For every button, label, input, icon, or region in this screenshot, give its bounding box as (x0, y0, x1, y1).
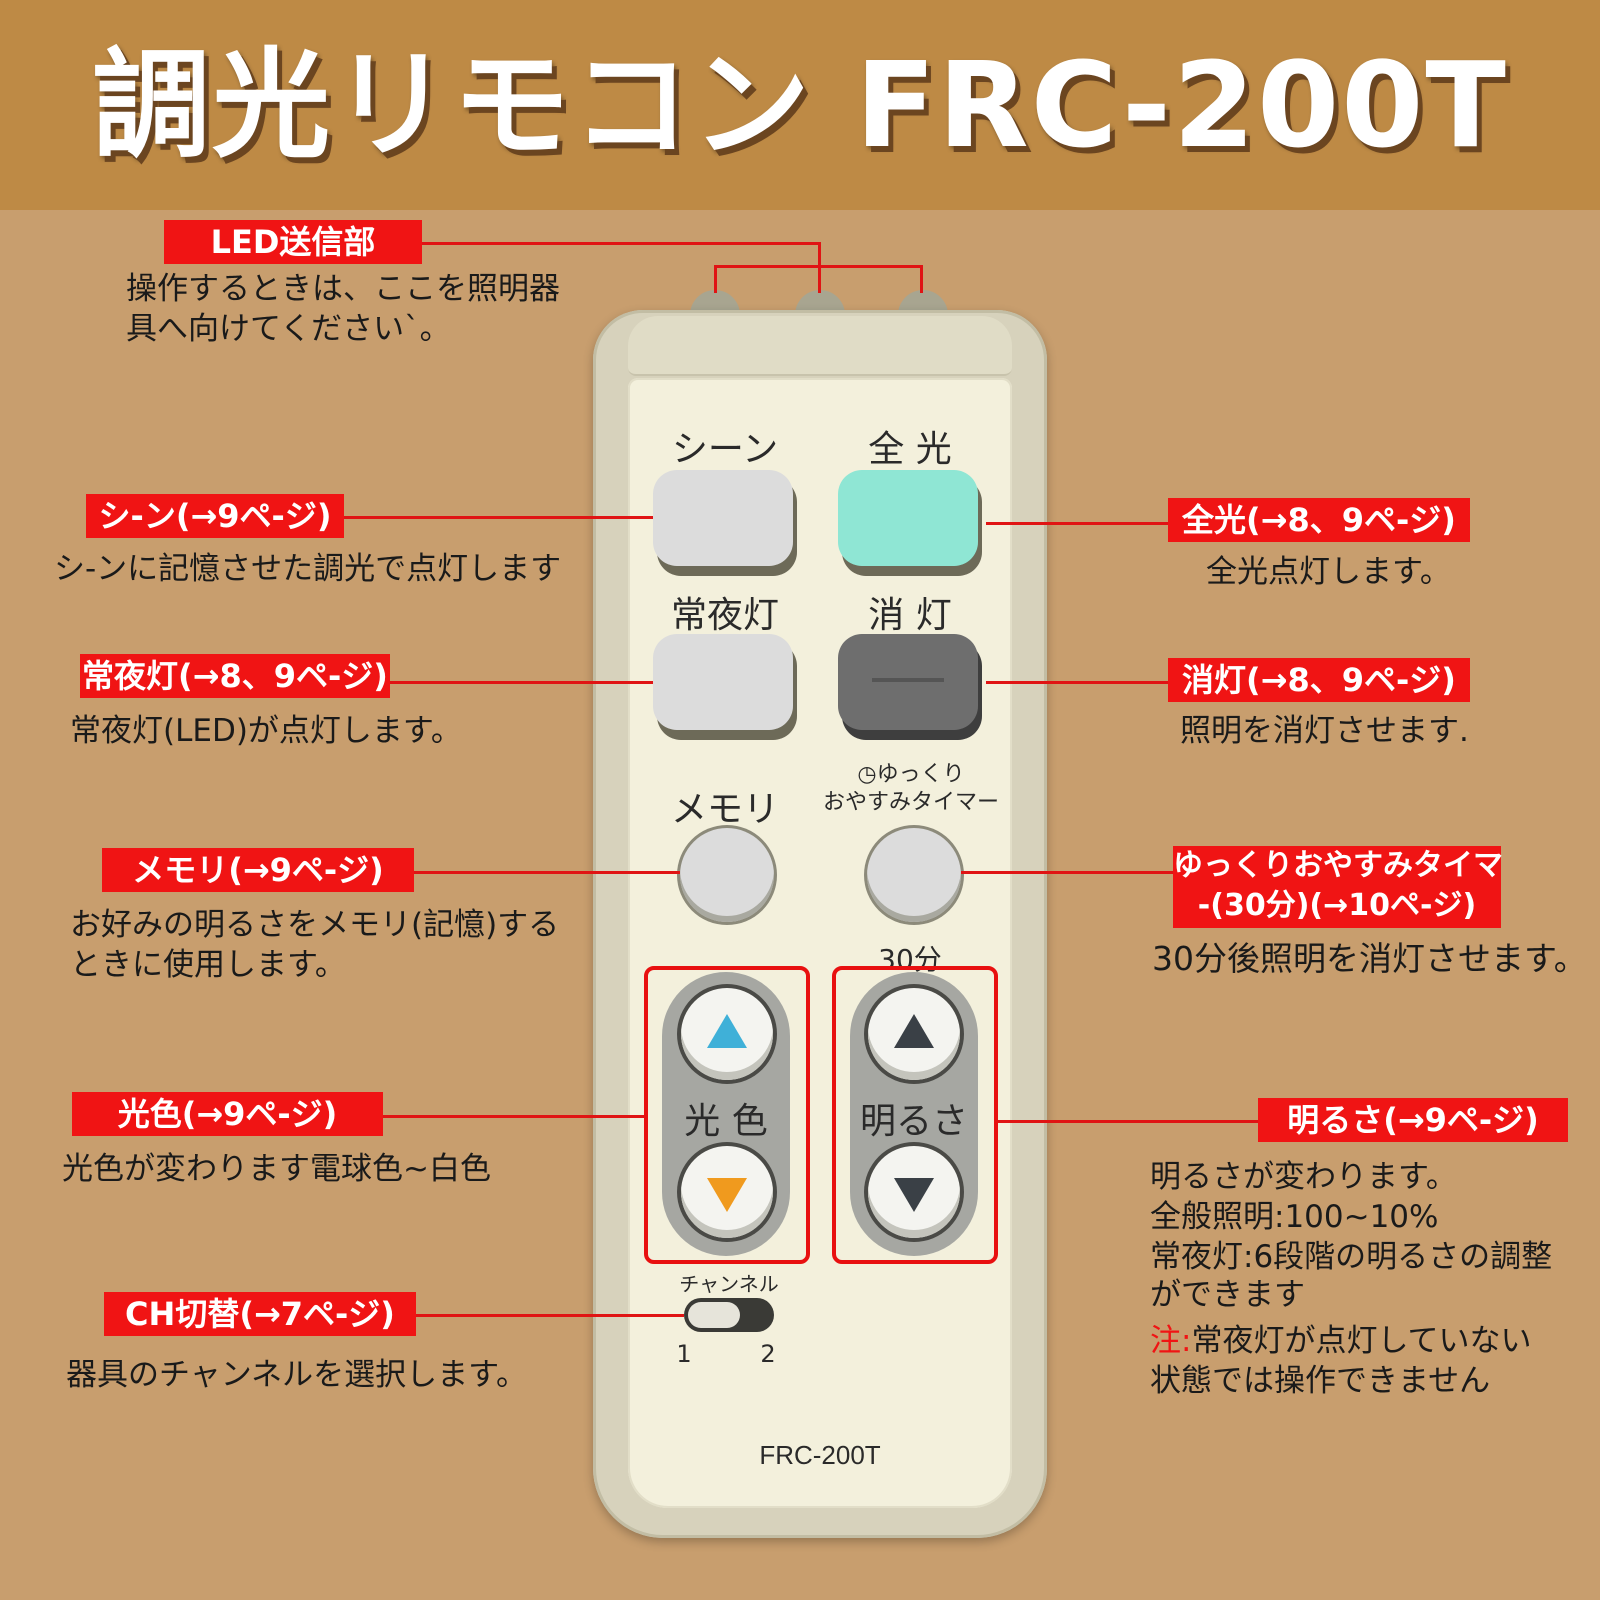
brightness-up-button[interactable] (868, 988, 960, 1080)
channel-2-label: 2 (760, 1340, 776, 1368)
brightness-desc-4: ができます (1150, 1277, 1305, 1313)
scene-button[interactable] (653, 470, 797, 576)
full-desc: 全光点灯します。 (1206, 554, 1451, 590)
memory-callout-line (414, 871, 680, 874)
color-desc: 光色が変わります電球色~白色 (62, 1151, 491, 1187)
memory-button-label: メモリ (670, 789, 779, 830)
led-callout-line-center (818, 265, 821, 293)
color-tag: 光色(→9ペ-ジ) (72, 1092, 383, 1136)
brightness-note-2: 状態では操作できません (1150, 1363, 1491, 1399)
full-tag: 全光(→8、9ペ-ジ) (1168, 498, 1470, 542)
channel-switch[interactable] (684, 1298, 774, 1332)
color-down-button[interactable] (681, 1146, 773, 1238)
scene-button-label: シーン (671, 429, 779, 470)
header-banner (0, 0, 1600, 210)
memory-tag: メモリ(→9ペ-ジ) (102, 848, 414, 892)
channel-callout-line (416, 1314, 684, 1317)
channel-tag: CH切替(→7ペ-ジ) (104, 1292, 416, 1336)
color-control-highlight (644, 966, 810, 1264)
memory-desc-1: お好みの明るさをメモリ(記憶)する (70, 907, 560, 943)
timer-tag-line-1: ゆっくりおやすみタイマ (1173, 848, 1503, 883)
timer-label-bottom: おやすみタイマー (822, 790, 999, 815)
channel-desc: 器具のチャンネルを選択します。 (66, 1357, 527, 1393)
memory-desc-2: ときに使用します。 (70, 947, 346, 983)
arrow-down-icon (707, 1178, 747, 1212)
arrow-up-icon (894, 1014, 934, 1048)
timer-tag-line-2: -(30分)(→10ペ-ジ) (1197, 888, 1477, 923)
full-light-button[interactable] (838, 470, 982, 576)
memory-button[interactable] (680, 828, 774, 922)
off-tag: 消灯(→8、9ペ-ジ) (1168, 658, 1470, 702)
channel-label: チャンネル (679, 1272, 779, 1296)
off-button[interactable] (838, 634, 982, 740)
color-up-button[interactable] (681, 988, 773, 1080)
color-pad-label: 光 色 (684, 1101, 768, 1142)
timer-tag: ゆっくりおやすみタイマ -(30分)(→10ペ-ジ) (1173, 846, 1503, 928)
clock-icon: ◷ (857, 762, 877, 787)
off-desc: 照明を消灯させます. (1180, 713, 1469, 749)
timer-desc: 30分後照明を消灯させます。 (1152, 939, 1587, 978)
scene-desc: シ-ンに記憶させた調光で点灯します (54, 551, 562, 587)
night-tag: 常夜灯(→8、9ペ-ジ) (80, 654, 390, 698)
off-callout-line (986, 681, 1168, 684)
page-title: 調光リモコン FRC-200T (92, 36, 1508, 174)
brightness-desc-2: 全般照明:100~10% (1150, 1199, 1439, 1235)
night-light-button[interactable] (653, 634, 797, 740)
night-light-button-label: 常夜灯 (670, 595, 779, 636)
night-callout-line (390, 681, 653, 684)
led-callout-line-left (714, 265, 717, 293)
led-desc-2: 具へ向けてください`。 (126, 311, 451, 347)
color-callout-line (383, 1115, 644, 1118)
model-label: FRC-200T (759, 1440, 881, 1470)
led-callout-line (422, 242, 820, 245)
off-button-bar (872, 678, 944, 682)
brightness-tag: 明るさ(→9ペ-ジ) (1258, 1098, 1568, 1142)
timer-label-top: ◷ゆっくり (857, 762, 965, 787)
led-callout-line-drop (818, 242, 821, 268)
arrow-up-icon (707, 1014, 747, 1048)
off-button-label: 消 灯 (868, 595, 952, 636)
led-desc-1: 操作するときは、ここを照明器 (126, 271, 560, 307)
channel-switch-knob[interactable] (688, 1302, 740, 1328)
timer-callout-line (961, 871, 1173, 874)
full-callout-line (986, 522, 1168, 525)
sleep-timer-button[interactable] (867, 828, 961, 922)
brightness-callout-line (998, 1120, 1258, 1123)
brightness-desc-3: 常夜灯:6段階の明るさの調整 (1150, 1239, 1553, 1275)
brightness-note-1: 注:常夜灯が点灯していない (1150, 1323, 1532, 1359)
brightness-pad-label: 明るさ (859, 1101, 968, 1142)
led-tag: LED送信部 (164, 220, 422, 264)
brightness-control-highlight (832, 966, 998, 1264)
channel-1-label: 1 (676, 1340, 692, 1368)
brightness-desc-1: 明るさが変わります。 (1150, 1159, 1457, 1195)
scene-tag: シ-ン(→9ペ-ジ) (86, 494, 344, 538)
scene-callout-line (344, 516, 653, 519)
full-light-button-label: 全 光 (868, 429, 952, 470)
timer-30min-label: 30分 (878, 943, 942, 976)
note-prefix: 注: (1150, 1323, 1192, 1359)
led-callout-line-right (920, 265, 923, 293)
arrow-down-icon (894, 1178, 934, 1212)
remote-top-cap (628, 316, 1012, 376)
brightness-down-button[interactable] (868, 1146, 960, 1238)
night-desc: 常夜灯(LED)が点灯します。 (70, 713, 462, 749)
